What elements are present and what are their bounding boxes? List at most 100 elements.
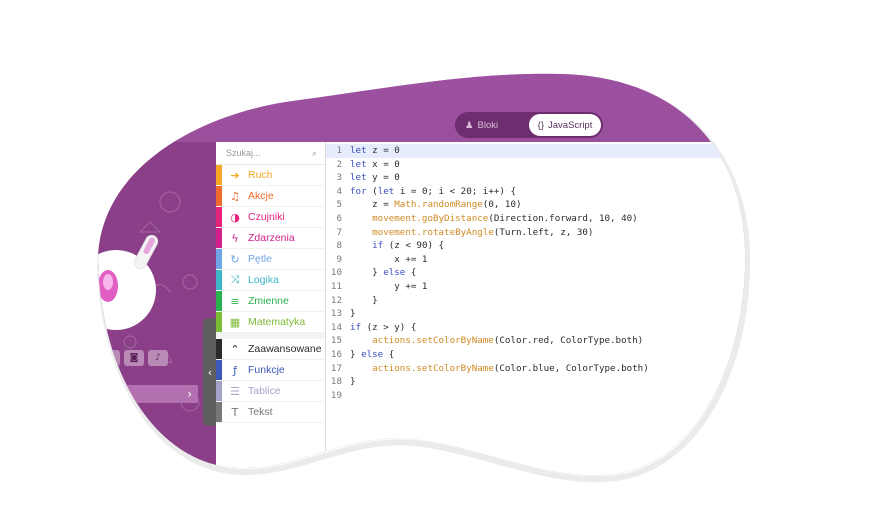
code-text: z = Math.randomRange(0, 10) (350, 199, 522, 211)
line-number: 9 (336, 253, 342, 265)
code-line[interactable]: 18} (326, 375, 890, 389)
stop-icon[interactable]: ■ (100, 350, 120, 366)
chevron-up-icon: ⌃ (230, 342, 240, 356)
calculator-icon: ▦ (229, 315, 241, 329)
category-label: Zdarzenia (248, 232, 295, 244)
line-number: 7 (336, 226, 342, 238)
category-color-bar (216, 207, 222, 227)
category-color-bar (216, 165, 222, 185)
code-line[interactable]: 13} (326, 307, 890, 321)
code-line[interactable]: 17 actions.setColorByName(Color.blue, Co… (326, 362, 890, 376)
code-text: } (350, 376, 356, 388)
line-number: 17 (330, 362, 342, 374)
code-line[interactable]: 15 actions.setColorByName(Color.red, Col… (326, 334, 890, 348)
half-circle-icon: ◑ (230, 210, 240, 224)
line-number: 11 (330, 280, 342, 292)
sound-icon[interactable]: ♪ (148, 350, 168, 366)
code-line[interactable]: 11 y += 1 (326, 280, 890, 294)
editor-mode-toggle[interactable]: ♟ Bloki {} JavaScript (455, 112, 603, 138)
category-color-bar (216, 291, 222, 311)
code-line[interactable]: 9 x += 1 (326, 253, 890, 267)
toolbox-category-zaawansowane[interactable]: ⌃ Zaawansowane (216, 339, 325, 360)
line-number: 8 (336, 240, 342, 252)
refresh-icon: ↻ (230, 252, 240, 266)
line-number: 6 (336, 212, 342, 224)
function-icon: ƒ (233, 363, 237, 377)
toolbox-category-akcje[interactable]: ♫Akcje (216, 186, 325, 207)
code-line[interactable]: 7 movement.rotateByAngle(Turn.left, z, 3… (326, 226, 890, 240)
line-number: 12 (330, 294, 342, 306)
code-text: } (350, 308, 356, 320)
code-line[interactable]: 19 (326, 389, 890, 403)
category-label: Logika (248, 274, 279, 286)
line-number: 16 (330, 348, 342, 360)
code-text: x += 1 (350, 253, 428, 265)
toolbox-category-logika[interactable]: ⤨ Logika (216, 270, 325, 291)
toolbox-divider (216, 333, 325, 339)
code-text: let z = 0 (350, 145, 400, 156)
text-icon: T (231, 405, 239, 419)
code-text: movement.goByDistance(Direction.forward,… (372, 212, 638, 224)
code-text: movement.rotateByAngle(Turn.left, z, 30) (372, 226, 594, 238)
toolbox-search[interactable]: Szukaj... ⌕ (216, 142, 325, 165)
category-label: Funkcje (248, 364, 285, 376)
chevron-right-icon: › (187, 387, 192, 401)
line-number: 13 (330, 308, 342, 320)
category-color-bar (216, 339, 222, 359)
code-line[interactable]: 16} else { (326, 348, 890, 362)
camera-icon[interactable]: ◙ (124, 350, 144, 366)
line-number: 5 (336, 199, 342, 211)
code-text: if (z < 90) { (372, 240, 445, 252)
app-header (0, 0, 890, 142)
toolbox-category-matematyka[interactable]: ▦Matematyka (216, 312, 325, 333)
category-color-bar (216, 360, 222, 380)
line-number: 3 (336, 172, 342, 184)
category-color-bar (216, 270, 222, 290)
code-line[interactable]: 3 let y = 0 (326, 171, 890, 185)
simulator-controls: ■ ◙ ♪ (100, 350, 168, 366)
javascript-tab[interactable]: {} JavaScript (529, 114, 601, 136)
code-line[interactable]: 6 movement.goByDistance(Direction.forwar… (326, 212, 890, 226)
line-number: 18 (330, 376, 342, 388)
code-text: let y = 0 (350, 172, 400, 184)
category-label: Ruch (248, 169, 273, 181)
code-line[interactable]: 10 } else { (326, 266, 890, 280)
code-line[interactable]: 5 z = Math.randomRange(0, 10) (326, 198, 890, 212)
code-text: let x = 0 (350, 158, 400, 170)
toolbox-category-czujniki[interactable]: ◑Czujniki (216, 207, 325, 228)
code-text: for (let i = 0; i < 20; i++) { (350, 185, 516, 197)
code-text: } (350, 294, 378, 306)
blocks-tab-label: Bloki (477, 119, 499, 131)
toolbox-category-pętle[interactable]: ↻Pętle (216, 249, 325, 270)
category-color-bar (216, 402, 222, 422)
code-text: actions.setColorByName(Color.blue, Color… (372, 362, 649, 374)
shuffle-icon: ⤨ (230, 273, 240, 286)
code-line[interactable]: 12 } (326, 294, 890, 308)
simulator-collapse-handle[interactable]: ‹ (203, 318, 217, 426)
category-label: Zaawansowane (248, 343, 322, 355)
toolbox-search-placeholder: Szukaj... (226, 148, 261, 158)
toolbox-category-tablice[interactable]: ☰Tablice (216, 381, 325, 402)
toolbox-category-funkcje[interactable]: ƒ Funkcje (216, 360, 325, 381)
toolbox-category-ruch[interactable]: ➔Ruch (216, 165, 325, 186)
toolbox-category-zmienne[interactable]: ≡Zmienne (216, 291, 325, 312)
chevron-left-icon: ‹ (207, 365, 213, 379)
simulator-expand-bar[interactable]: › (98, 385, 198, 403)
blocks-tab[interactable]: ♟ Bloki (465, 112, 498, 138)
category-color-bar (216, 249, 222, 269)
code-text: y += 1 (350, 280, 428, 292)
code-line[interactable]: 8 if (z < 90) { (326, 239, 890, 253)
code-line[interactable]: 1 let z = 0 (326, 144, 890, 158)
line-number: 1 (336, 145, 342, 156)
